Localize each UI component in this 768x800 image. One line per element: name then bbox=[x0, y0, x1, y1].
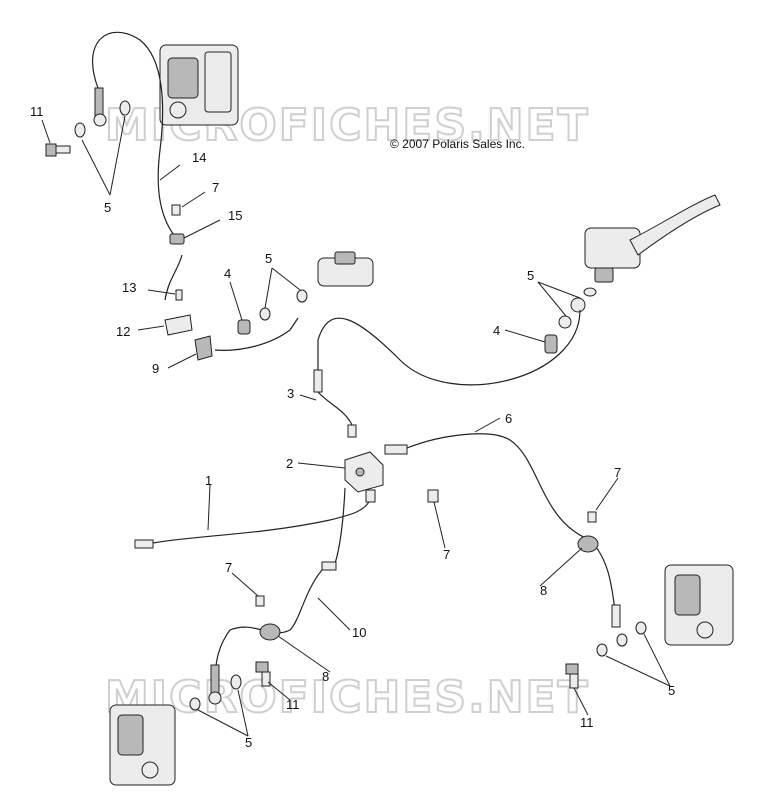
washer-5b bbox=[74, 122, 86, 138]
washer-5h bbox=[230, 674, 242, 690]
fitting-1-right bbox=[365, 489, 376, 503]
bolt-11-bottom-left bbox=[255, 661, 271, 687]
brake-line-14 bbox=[92, 31, 179, 241]
brake-line-3 bbox=[317, 391, 353, 426]
line-fitting bbox=[289, 317, 299, 331]
callout-4-left: 4 bbox=[224, 266, 231, 281]
watermark-bottom: MICROFICHES.NET bbox=[105, 672, 590, 723]
banjo-bolt-bottom-left bbox=[208, 691, 222, 705]
screw-7-top bbox=[171, 204, 181, 216]
callout-6: 6 bbox=[505, 411, 512, 426]
washer-5j bbox=[635, 621, 647, 635]
clip-8-left bbox=[259, 623, 281, 641]
rear-right-caliper bbox=[664, 564, 734, 646]
washer-5c bbox=[259, 307, 271, 321]
washer-5k bbox=[596, 643, 608, 657]
callout-12: 12 bbox=[116, 324, 130, 339]
front-left-caliper bbox=[159, 44, 239, 126]
rear-master-cylinder bbox=[317, 251, 374, 287]
callout-13: 13 bbox=[122, 280, 136, 295]
callout-5-bottom-right: 5 bbox=[668, 683, 675, 698]
banjo-fitting-bottom-left bbox=[210, 664, 220, 696]
callout-5-top-left: 5 bbox=[104, 200, 111, 215]
brake-line-3-upper bbox=[317, 309, 581, 386]
leader-lines bbox=[41, 115, 671, 737]
fitting-6-end bbox=[611, 604, 621, 628]
callout-3: 3 bbox=[287, 386, 294, 401]
callout-5-bottom-left: 5 bbox=[245, 735, 252, 750]
washer-5g bbox=[558, 315, 572, 329]
washer-5e bbox=[583, 287, 597, 297]
callout-10: 10 bbox=[352, 625, 366, 640]
bolt-11-top bbox=[45, 143, 71, 157]
junction-link bbox=[331, 487, 346, 571]
bracket-12 bbox=[164, 314, 193, 336]
clip-15 bbox=[169, 233, 185, 245]
screw-7-left bbox=[255, 595, 265, 607]
screw-7-right bbox=[587, 511, 597, 523]
callout-4-right: 4 bbox=[493, 323, 500, 338]
fitting-1-left bbox=[134, 539, 154, 549]
fitting-10-top bbox=[321, 561, 337, 571]
callout-1: 1 bbox=[205, 473, 212, 488]
fitting-6 bbox=[384, 444, 408, 455]
brake-line-9 bbox=[214, 329, 291, 351]
junction-block-2 bbox=[344, 451, 384, 493]
screw-13 bbox=[175, 289, 183, 301]
rear-left-caliper bbox=[109, 704, 176, 786]
callout-11-bottom-right: 11 bbox=[580, 715, 594, 730]
banjo-bolt-4b bbox=[544, 334, 558, 354]
clip-8-right bbox=[577, 535, 599, 553]
washer-5i bbox=[189, 697, 201, 711]
callout-9: 9 bbox=[152, 361, 159, 376]
washer-5a bbox=[119, 100, 131, 116]
fitting-3-bottom bbox=[347, 424, 357, 438]
callout-8-left: 8 bbox=[322, 669, 329, 684]
banjo-bolt-bottom-right bbox=[616, 633, 628, 647]
callout-7-top: 7 bbox=[212, 180, 219, 195]
brake-line-13 bbox=[164, 254, 183, 301]
banjo-bolt-4a bbox=[237, 319, 251, 335]
washer-5f bbox=[570, 297, 586, 313]
banjo-fitting-top-left bbox=[94, 87, 104, 117]
callout-7-right: 7 bbox=[614, 465, 621, 480]
callout-5-right: 5 bbox=[527, 268, 534, 283]
washer-5d bbox=[296, 289, 308, 303]
clip-9 bbox=[194, 335, 213, 361]
screw-7-center bbox=[427, 489, 439, 503]
callout-14: 14 bbox=[192, 150, 206, 165]
callout-2: 2 bbox=[286, 456, 293, 471]
callout-8-right: 8 bbox=[540, 583, 547, 598]
callout-5-middle: 5 bbox=[265, 251, 272, 266]
copyright-notice: © 2007 Polaris Sales Inc. bbox=[390, 137, 525, 151]
callout-11-top: 11 bbox=[30, 104, 44, 119]
callout-7-left: 7 bbox=[225, 560, 232, 575]
callout-11-bottom-left: 11 bbox=[286, 697, 300, 712]
handlebar-master-cylinder bbox=[584, 194, 721, 283]
banjo-bolt-top-left bbox=[93, 113, 107, 127]
brake-line-1 bbox=[152, 499, 371, 544]
callout-15: 15 bbox=[228, 208, 242, 223]
brake-line-6 bbox=[406, 433, 616, 611]
callout-7-center: 7 bbox=[443, 547, 450, 562]
fitting-3-top bbox=[313, 369, 323, 393]
